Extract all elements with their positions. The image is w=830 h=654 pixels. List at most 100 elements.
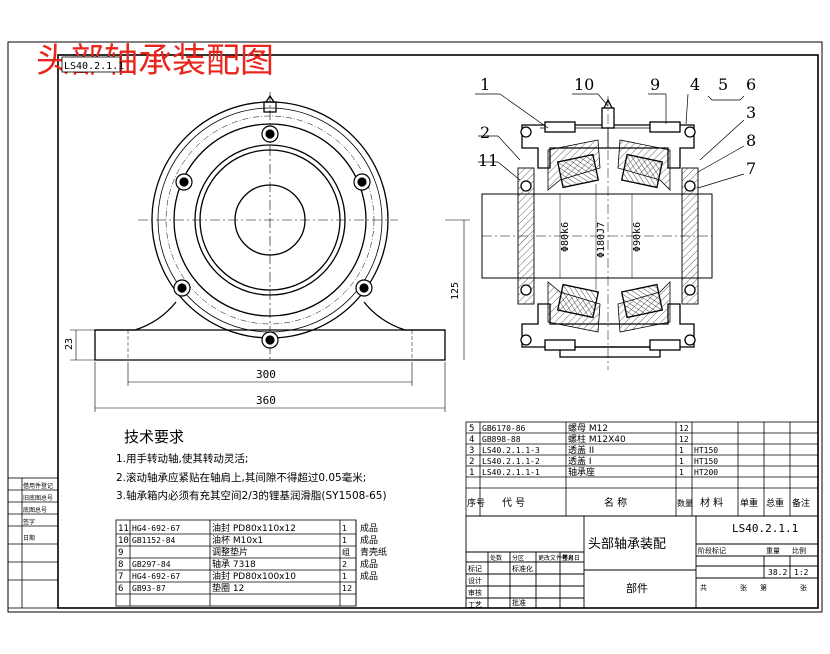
assembly-name: 头部轴承装配 [588,537,666,552]
side-block-label: 签字 [23,518,35,526]
balloon-4: 4 [690,75,700,94]
balloon-2: 2 [480,123,490,142]
bom-lower-name: 油杯 M10x1 [212,534,263,546]
sign-col-label: 年月日 [562,554,580,562]
bom-lower-name: 垫圈 12 [212,582,244,594]
dim-360: 360 [256,394,276,407]
inner-frame [57,54,819,609]
dim-23: 23 [64,338,75,350]
bom-upper-code: LS40.2.1.1-3 [482,446,540,455]
tech-req-2: 2.滚动轴承应紧贴在轴肩上,其间隙不得超过0.05毫米; [116,471,366,484]
bom-hdr-total-weight: 总重 [766,497,784,509]
bom-upper-no: 3 [469,446,474,456]
weight-value: 38.2 [768,568,787,577]
bom-lower-code: GB297-84 [132,560,171,569]
scale-label: 比例 [792,546,806,555]
bom-hdr-no: 序号 [467,497,485,509]
std-label: 标准化 [512,564,533,573]
sign-row-label: 工艺 [468,601,482,609]
bom-lower-remark: 青壳纸 [360,546,387,558]
bom-lower-no: 8 [118,560,123,570]
dim-d2: Φ180J7 [596,222,607,258]
bom-upper-name: 轴承座 [568,466,595,478]
bom-lower-qty: 1 [342,536,347,545]
bom-upper-material: HT150 [694,457,718,466]
bom-hdr-material: 材 料 [700,496,723,509]
sign-row-label: 标记 [468,564,482,573]
bom-lower-code: GB1152-84 [132,536,176,545]
weight-label: 重量 [766,547,780,555]
bom-lower-no: 11 [118,524,129,534]
bom-lower-qty: 1 [342,572,347,581]
bom-lower-name: 轴承 7318 [212,558,256,570]
approve-label: 批准 [512,598,526,607]
title-sign-rows: 处数分区更改文件号签名年月日标记设计审核工艺 [468,554,580,609]
tech-req-1: 1.用手转动轴,使其转动灵活; [116,452,248,465]
side-block-label: 旧底图总号 [23,494,53,502]
balloon-10: 10 [574,75,594,94]
sheet-no-label: 第 [760,583,767,592]
bom-lower-code: GB93-87 [132,584,166,593]
bom-hdr-unit-weight: 单重 [740,497,758,509]
bom-upper-name: 螺柱 M12X40 [568,433,626,445]
bom-upper-qty: 12 [679,424,689,433]
assembly-subtitle: 部件 [626,581,648,595]
dim-300: 300 [256,368,276,381]
bom-lower-name: 油封 PD80x110x12 [212,522,296,534]
bom-upper-code: GB898-88 [482,435,521,444]
bom-hdr-qty: 数量 [677,498,693,508]
balloon-3: 3 [746,103,756,122]
sign-col-label: 签名 [562,554,574,562]
bom-lower-name: 调整垫片 [212,546,248,558]
bom-upper-qty: 12 [679,435,689,444]
tech-req-heading: 技术要求 [124,428,184,446]
side-block-label: 借用件登记 [23,482,53,490]
balloon-8: 8 [746,131,756,150]
bom-upper-material: HT200 [694,468,718,477]
bom-upper-qty: 1 [679,446,684,455]
dim-125: 125 [450,282,461,300]
sign-col-label: 处数 [490,554,502,562]
bom-hdr-remark: 备注 [792,497,810,509]
bom-lower-remark: 成品 [360,522,378,534]
sheet-no-unit: 张 [800,583,807,592]
bom-hdr-name: 名 称 [604,496,627,509]
bom-lower-no: 9 [118,548,123,558]
sign-row-label: 审核 [468,588,482,597]
bom-lower-no: 7 [118,572,123,582]
tech-req-3: 3.轴承箱内必须有充其空间2/3的锂基润滑脂(SY1508-65) [116,489,387,502]
bom-upper-table [465,421,819,517]
balloon-1: 1 [480,75,490,94]
bom-upper-no: 5 [469,424,474,434]
sign-col-label: 分区 [512,554,524,562]
bom-hdr-code: 代 号 [502,497,525,509]
stage-label: 阶段标记 [698,546,726,555]
balloon-7: 7 [746,159,756,178]
sheet-total-label: 共 [700,583,707,592]
bom-upper-code: LS40.2.1.1-2 [482,457,540,466]
dim-d1: Φ80k6 [560,222,571,252]
bom-upper-code: GB6170-86 [482,424,526,433]
side-block-label: 底图总号 [23,506,47,514]
bom-upper-name: 螺母 M12 [568,423,608,434]
bom-lower-qty: 1 [342,524,347,533]
side-block-label: 日期 [23,534,35,542]
bom-lower-qty: 2 [342,560,347,569]
front-view-dimensions [70,219,470,412]
title-block [465,515,819,609]
bom-lower-remark: 成品 [360,570,378,582]
bom-lower-no: 6 [118,584,123,594]
bom-upper-qty: 1 [679,468,684,477]
bom-upper-material: HT150 [694,446,718,455]
sign-col-label: 更改文件号 [538,554,568,562]
bom-lower-code: HG4-692-67 [132,524,180,533]
bom-lower-qty: 组 [342,547,350,557]
bom-upper-name: 透盖 II [568,444,594,456]
balloon-5: 5 [718,75,728,94]
bom-upper-no: 2 [469,457,474,467]
code-box [61,56,121,73]
balloon-11: 11 [478,151,498,170]
